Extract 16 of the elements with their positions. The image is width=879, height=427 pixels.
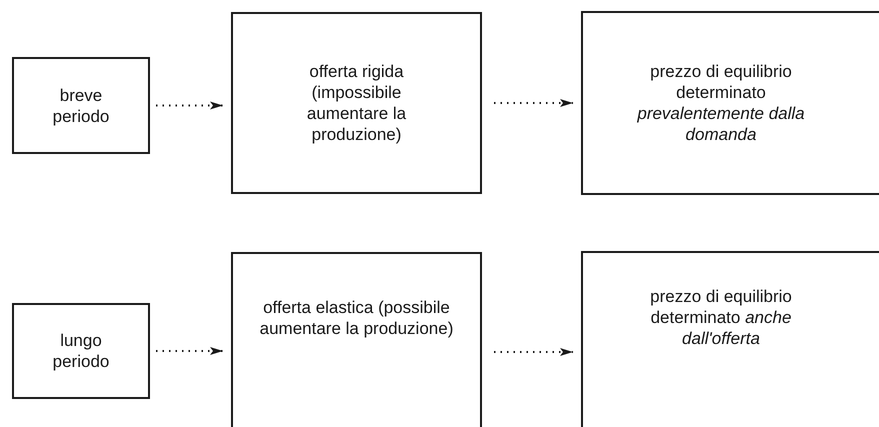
process-box <box>231 12 482 194</box>
box-text: offerta elastica (possibile aumentare la produzione) <box>258 297 454 339</box>
process-box <box>581 251 879 427</box>
dotted-arrow <box>156 347 223 355</box>
box-text: prezzo di equilibrio determinato anche dall'offerta <box>649 286 793 348</box>
box-text: breve periodo <box>52 84 110 126</box>
dotted-arrow <box>494 348 573 356</box>
dotted-arrow <box>494 99 573 107</box>
box-text: offerta rigida (impossibile aumentare la produzione) <box>306 61 408 145</box>
box-text: prezzo di equilibrio determinato prevalentemente dalla domanda <box>636 61 806 145</box>
box-text: lungo periodo <box>52 330 110 372</box>
process-box <box>581 11 879 195</box>
process-box <box>12 57 150 154</box>
process-box <box>12 303 150 399</box>
dotted-arrow <box>156 102 223 110</box>
process-box <box>231 252 482 427</box>
